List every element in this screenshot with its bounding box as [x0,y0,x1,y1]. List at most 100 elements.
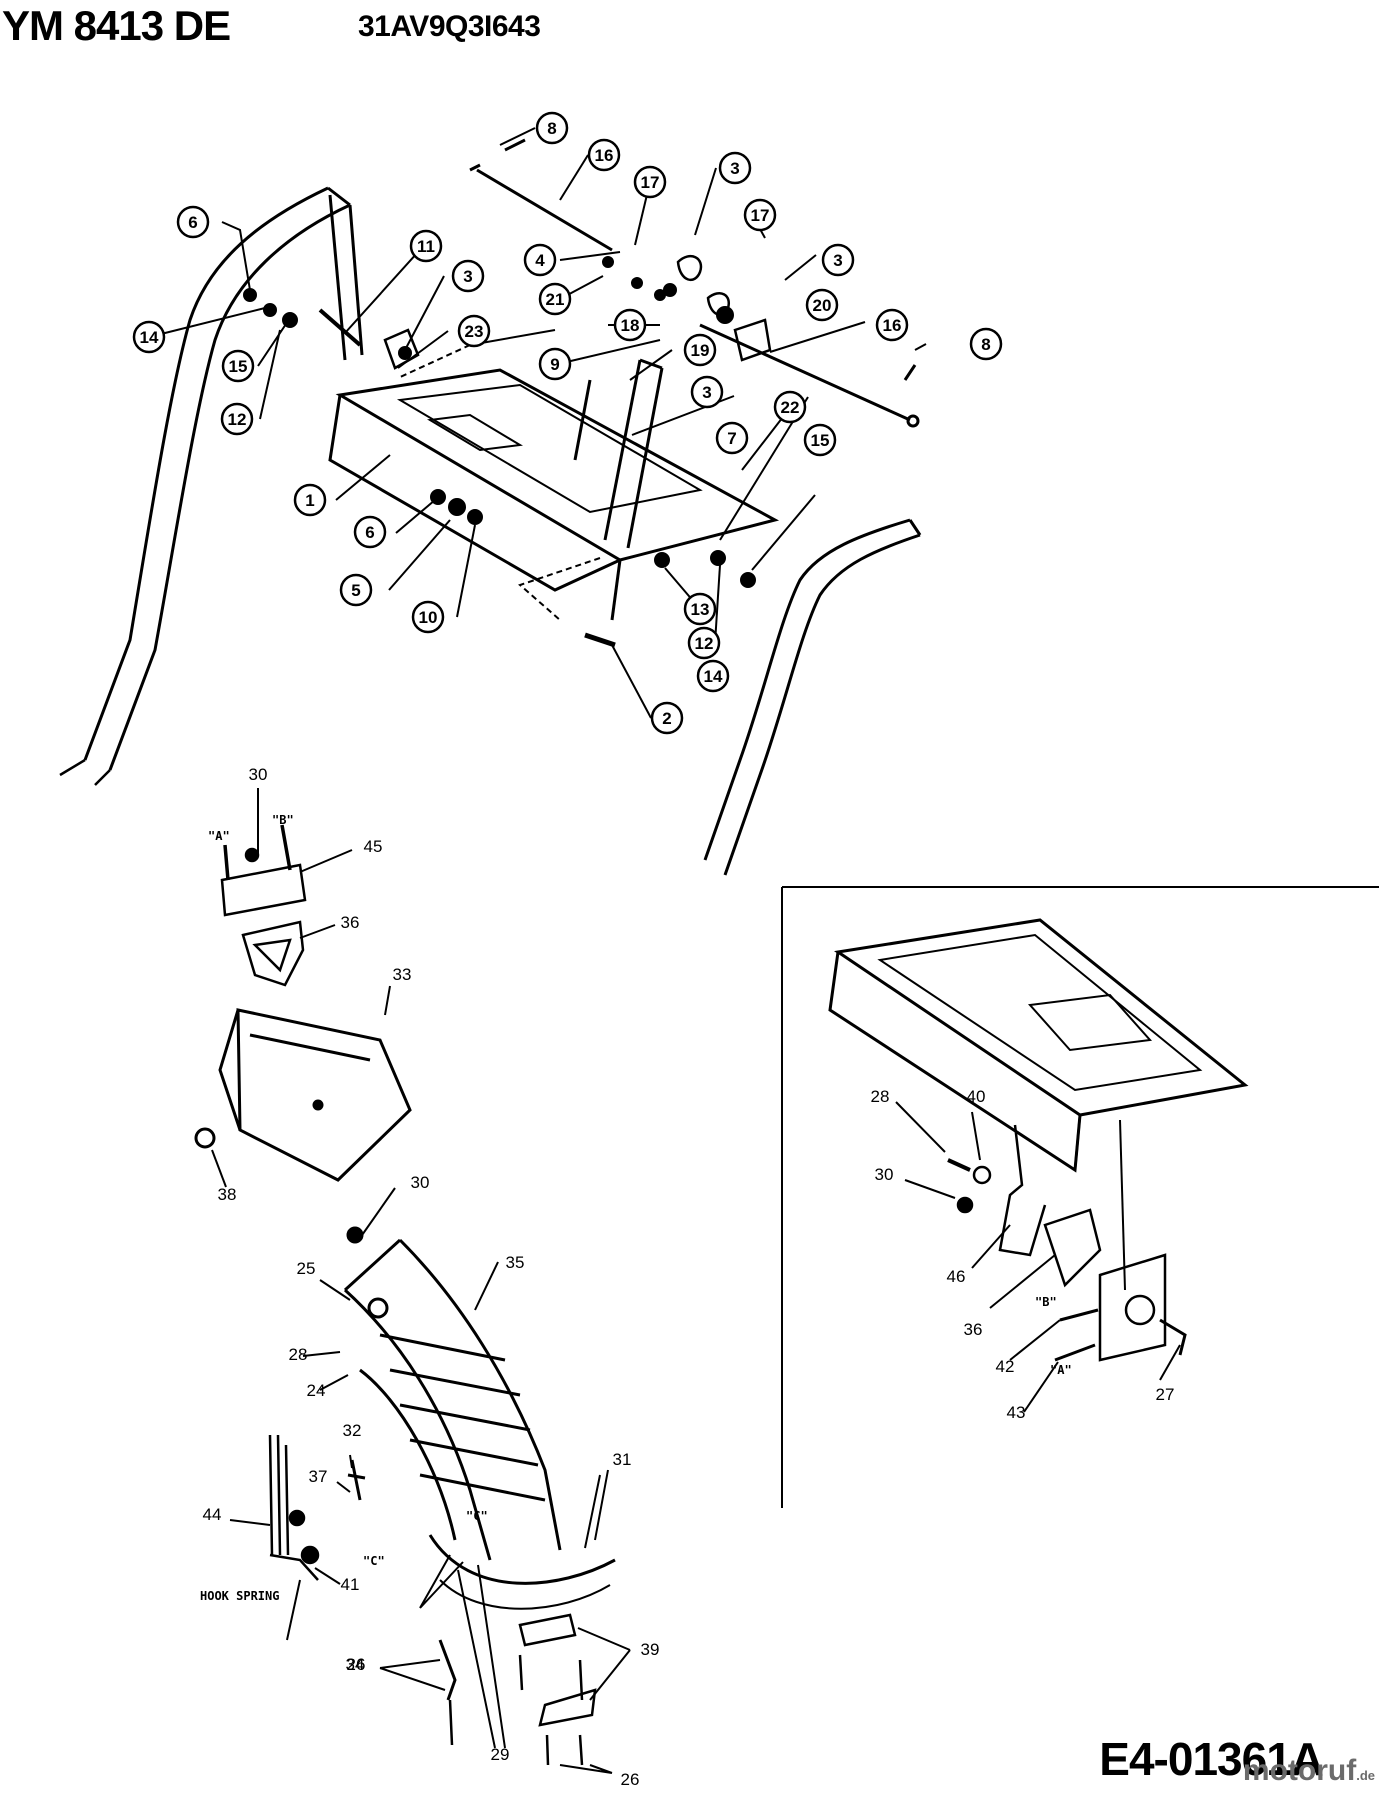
part-label-25: 25 [297,1259,316,1278]
model-title: YM 8413 DE [2,2,231,49]
part-label-24: 24 [307,1381,326,1400]
callout-4: 4 [523,243,557,277]
part-label-30: 30 [411,1173,430,1192]
callout-5: 5 [339,573,373,607]
part-label-28: 28 [289,1345,308,1364]
note-5: "A" [1050,1363,1072,1377]
callout-number: 7 [727,429,736,448]
callout-number: 13 [691,600,710,619]
callout-15: 15 [803,423,837,457]
callout-circle [293,483,327,517]
callout-10: 10 [411,600,445,634]
callout-20: 20 [805,288,839,322]
dash-panel-bracket [328,368,780,621]
chute-leaders [211,788,631,1774]
callout-number: 3 [833,251,842,270]
callout-number: 15 [811,431,830,450]
callout-3: 3 [821,243,855,277]
left-handle-upper-bar [328,194,364,361]
callout-19: 19 [683,333,717,367]
pivot-brackets [383,254,772,370]
callout-circle [803,423,837,457]
part-label-36: 36 [341,913,360,932]
callout-number: 15 [229,357,248,376]
callout-17: 17 [633,165,667,199]
watermark-main: motoruf [1242,1754,1357,1787]
part-label-41: 41 [341,1575,360,1594]
part-label-32: 32 [343,1421,362,1440]
upper-chute-33 [194,1008,412,1182]
part-label-46: 46 [947,1267,966,1286]
callout-number: 1 [305,491,314,510]
part-label-30: 30 [875,1165,894,1184]
diagram-notes: "A""B""C""C""B""A"HOOK SPRING [200,813,1072,1603]
chute-cap-45 [220,824,307,917]
callout-6: 6 [176,205,210,239]
part-label-39: 39 [641,1640,660,1659]
left-handle-tube [59,186,351,786]
drawing-code: E4-01361A [1099,1733,1324,1785]
callout-circle [538,282,572,316]
note-2: "C" [466,1509,488,1523]
inset-detail [781,886,1379,1508]
callout-circle [805,288,839,322]
callout-circle [176,205,210,239]
callout-number: 17 [751,206,770,225]
callout-circle [821,243,855,277]
callout-number: 20 [813,296,832,315]
callout-13: 13 [683,592,717,626]
callout-circle [339,573,373,607]
callout-circle [538,347,572,381]
callout-circle [132,320,166,354]
callout-circle [220,402,254,436]
part-label-26: 26 [347,1655,366,1674]
callout-8: 8 [535,111,569,145]
callout-number: 16 [883,316,902,335]
right-handle-tube [703,518,922,876]
callout-leaders [148,127,927,719]
callout-circle [451,259,485,293]
callout-8: 8 [969,327,1003,361]
callout-12: 12 [220,402,254,436]
part-label-29: 29 [491,1745,510,1764]
callout-21: 21 [538,282,572,316]
callout-number: 8 [981,335,990,354]
callout-number: 12 [228,410,247,429]
part-label-36: 36 [964,1320,983,1339]
callout-circle [221,349,255,383]
part-number: 31AV9Q3I643 [358,10,541,43]
callout-14: 14 [132,320,166,354]
callout-circle [687,626,721,660]
callout-circle [613,308,647,342]
callout-number: 3 [463,267,472,286]
part-label-44: 44 [203,1505,222,1524]
callout-number: 6 [365,523,374,542]
part-label-42: 42 [996,1357,1015,1376]
callout-number: 17 [641,173,660,192]
callout-circle [715,421,749,455]
callout-2: 2 [650,701,684,735]
part-label-40: 40 [967,1087,986,1106]
callout-12: 12 [687,626,721,660]
callout-number: 12 [695,634,714,653]
note-1: "B" [272,813,294,827]
chute-deflector-36 [241,920,305,987]
callout-circle [411,600,445,634]
callout-number: 4 [535,251,545,270]
part-label-30: 30 [249,765,268,784]
callout-18: 18 [613,308,647,342]
callout-circle [523,243,557,277]
note-4: "B" [1035,1295,1057,1309]
callout-circle [353,515,387,549]
callout-6: 6 [353,515,387,549]
hardware-parts [243,138,917,648]
watermark-suffix: .de [1356,1768,1375,1783]
callout-11: 11 [409,229,443,263]
part-label-34: 34 [346,1655,365,1674]
callout-3: 3 [718,151,752,185]
callout-circle [743,198,777,232]
callout-circle [773,390,807,424]
part-label-37: 37 [309,1467,328,1486]
callout-number: 16 [595,146,614,165]
